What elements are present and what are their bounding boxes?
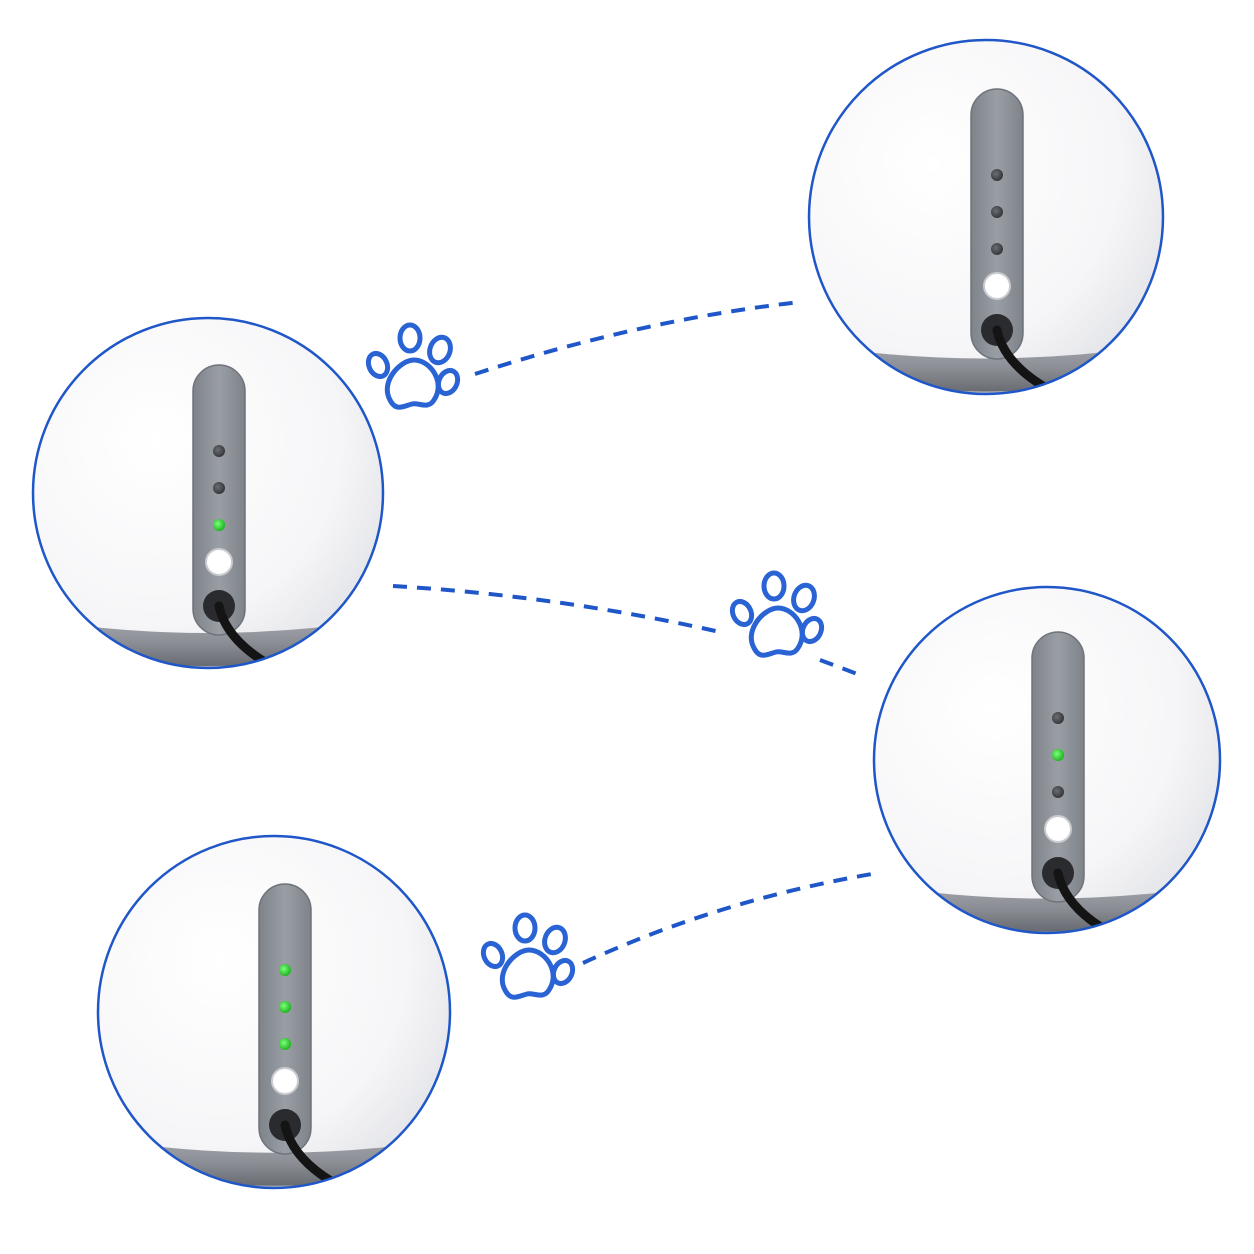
led-on-icon (279, 1038, 291, 1050)
dashed-connector (819, 658, 861, 677)
led-off-icon (991, 169, 1003, 181)
power-button[interactable] (271, 1067, 299, 1095)
device-ring (96, 834, 452, 1190)
led-on-icon (213, 519, 225, 531)
control-panel (1031, 631, 1085, 903)
power-cable (214, 601, 314, 668)
led-on-icon (1052, 749, 1064, 761)
led-on-icon (279, 964, 291, 976)
led-off-icon (213, 445, 225, 457)
paw-icon (480, 915, 576, 997)
device-2 (807, 38, 1165, 396)
device-ring (872, 585, 1222, 935)
led-off-icon (1052, 786, 1064, 798)
device-4 (96, 834, 452, 1190)
dashed-connector (474, 300, 801, 376)
control-panel (258, 883, 312, 1155)
led-off-icon (1052, 712, 1064, 724)
device-3 (872, 585, 1222, 935)
paw-icon (365, 325, 461, 407)
device-1 (31, 316, 385, 670)
led-off-icon (991, 206, 1003, 218)
power-cable (992, 325, 1092, 394)
power-button[interactable] (205, 548, 233, 576)
device-ring (807, 38, 1165, 396)
led-off-icon (991, 243, 1003, 255)
device-ring (31, 316, 385, 670)
dashed-connector (392, 584, 721, 634)
power-button[interactable] (983, 272, 1011, 300)
power-cable (1053, 868, 1153, 933)
paw-icon (729, 573, 825, 655)
control-panel (192, 364, 246, 636)
dashed-connector (582, 872, 873, 965)
control-panel (970, 88, 1024, 360)
power-cable (280, 1120, 380, 1188)
power-button[interactable] (1044, 815, 1072, 843)
led-off-icon (213, 482, 225, 494)
led-on-icon (279, 1001, 291, 1013)
